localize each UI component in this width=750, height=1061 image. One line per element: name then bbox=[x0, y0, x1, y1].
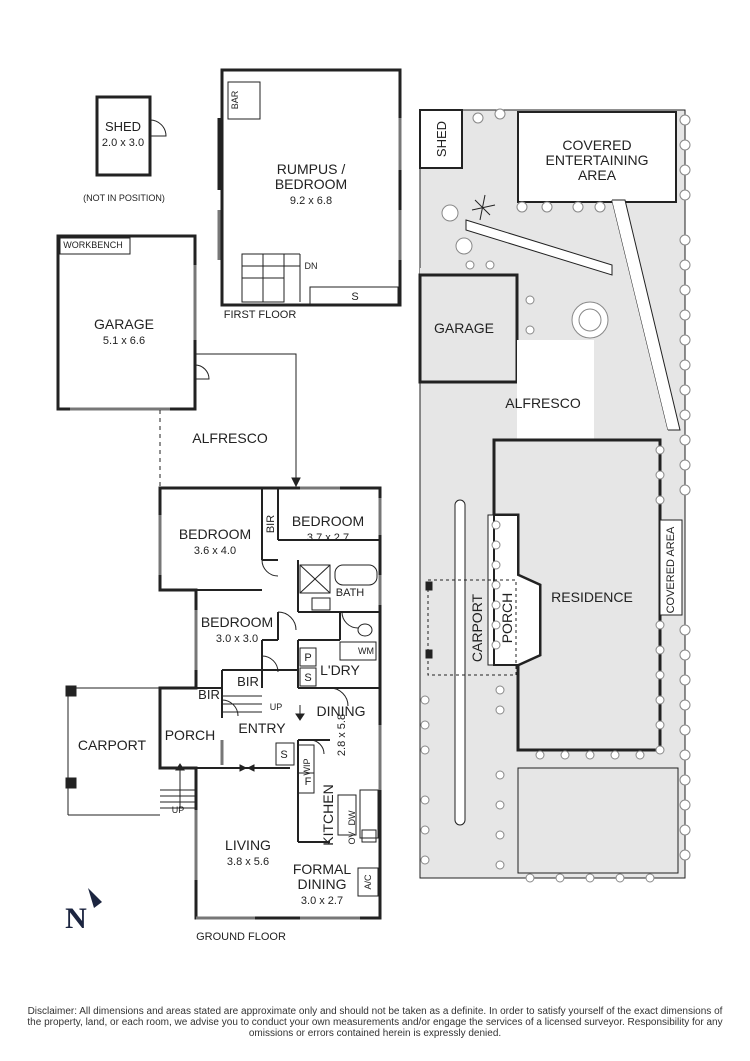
bir-2-label: BIR bbox=[237, 674, 259, 689]
dw-label: DW bbox=[347, 810, 357, 825]
ground-floor-title: GROUND FLOOR bbox=[196, 931, 286, 943]
formal-dining-dimensions: 3.0 x 2.7 bbox=[301, 895, 343, 907]
garage-outline bbox=[56, 234, 210, 411]
stairs bbox=[160, 695, 262, 809]
bedroom-1-dimensions: 3.6 x 4.0 bbox=[194, 545, 236, 557]
entry-label: ENTRY bbox=[238, 720, 286, 736]
bar-label: BAR bbox=[230, 90, 240, 109]
windows bbox=[158, 486, 382, 920]
kitchen-dimensions: 2.8 x 5.8 bbox=[336, 714, 348, 756]
fridge-f-label: F bbox=[305, 776, 312, 788]
doors bbox=[221, 559, 359, 755]
first-floor-s-label: S bbox=[351, 291, 358, 303]
site-garage-label: GARAGE bbox=[434, 320, 494, 336]
first-floor-title: FIRST FLOOR bbox=[224, 309, 297, 321]
site-residence-label: RESIDENCE bbox=[551, 589, 633, 605]
ac-label: A/C bbox=[363, 874, 373, 890]
site-covered-3: AREA bbox=[578, 167, 617, 183]
shed-label: SHED bbox=[105, 119, 141, 134]
dining-label: DINING bbox=[317, 703, 366, 719]
bath-label: BATH bbox=[336, 587, 365, 599]
bedroom-3-label: BEDROOM bbox=[201, 614, 273, 630]
bir-1-label: BIR bbox=[265, 515, 277, 533]
site-covered-2: ENTERTAINING bbox=[546, 152, 649, 168]
bedroom-1-label: BEDROOM bbox=[179, 526, 251, 542]
ldry-s-label: S bbox=[304, 672, 311, 684]
ov-label: OV bbox=[347, 831, 357, 844]
bedroom-2-dimensions: 3.7 x 2.7 bbox=[307, 532, 349, 544]
carport-outline bbox=[65, 685, 160, 816]
dn-label: DN bbox=[305, 261, 318, 271]
not-in-position-note: (NOT IN POSITION) bbox=[83, 193, 165, 203]
ground-floor-interior-walls bbox=[160, 488, 380, 843]
porch-label: PORCH bbox=[165, 727, 216, 743]
floor-plan: SHED 2.0 x 3.0 (NOT IN POSITION) BAR RUM… bbox=[56, 68, 691, 943]
wm-label: WM bbox=[358, 646, 374, 656]
shed-outline bbox=[95, 95, 167, 177]
north-arrow-icon bbox=[88, 888, 102, 908]
site-porch-label: PORCH bbox=[499, 593, 515, 644]
site-covered-1: COVERED bbox=[562, 137, 631, 153]
formal-label: FORMAL bbox=[293, 861, 352, 877]
bedroom-2-label: BEDROOM bbox=[292, 513, 364, 529]
rumpus-bedroom-label: BEDROOM bbox=[275, 176, 347, 192]
pantry-p-label: P bbox=[304, 652, 311, 664]
up-2-label: UP bbox=[172, 805, 185, 815]
workbench-label: WORKBENCH bbox=[63, 240, 123, 250]
rumpus-dimensions: 9.2 x 6.8 bbox=[290, 195, 332, 207]
kitchen-label: KITCHEN bbox=[320, 784, 336, 845]
entry-arrows bbox=[225, 705, 305, 772]
alfresco-label: ALFRESCO bbox=[192, 430, 268, 446]
kitchen-s-label: S bbox=[280, 749, 287, 761]
site-covered-area-label: COVERED AREA bbox=[665, 526, 677, 613]
formal-dining-label: DINING bbox=[298, 876, 347, 892]
shed-dimensions: 2.0 x 3.0 bbox=[102, 137, 144, 149]
ldry-label: L'DRY bbox=[320, 662, 360, 678]
bedroom-3-dimensions: 3.0 x 3.0 bbox=[216, 633, 258, 645]
up-1-label: UP bbox=[270, 702, 283, 712]
rumpus-label: RUMPUS / bbox=[277, 161, 346, 177]
site-shed-label: SHED bbox=[434, 121, 449, 157]
site-plan bbox=[418, 109, 686, 879]
bir-3-label: BIR bbox=[198, 687, 220, 702]
fixtures bbox=[275, 564, 379, 897]
living-dimensions: 3.8 x 5.6 bbox=[227, 856, 269, 868]
wip-label: WIP bbox=[302, 759, 312, 776]
garage-dimensions: 5.1 x 6.6 bbox=[103, 335, 145, 347]
site-carport-label: CARPORT bbox=[469, 593, 485, 662]
carport-label: CARPORT bbox=[78, 737, 147, 753]
first-floor-outline bbox=[217, 68, 402, 307]
trees bbox=[420, 108, 691, 883]
garage-label: GARAGE bbox=[94, 316, 154, 332]
site-alfresco-label: ALFRESCO bbox=[505, 395, 581, 411]
living-label: LIVING bbox=[225, 837, 271, 853]
disclaimer-text: Disclaimer: All dimensions and areas sta… bbox=[27, 1006, 723, 1039]
north-label: N bbox=[65, 902, 87, 935]
